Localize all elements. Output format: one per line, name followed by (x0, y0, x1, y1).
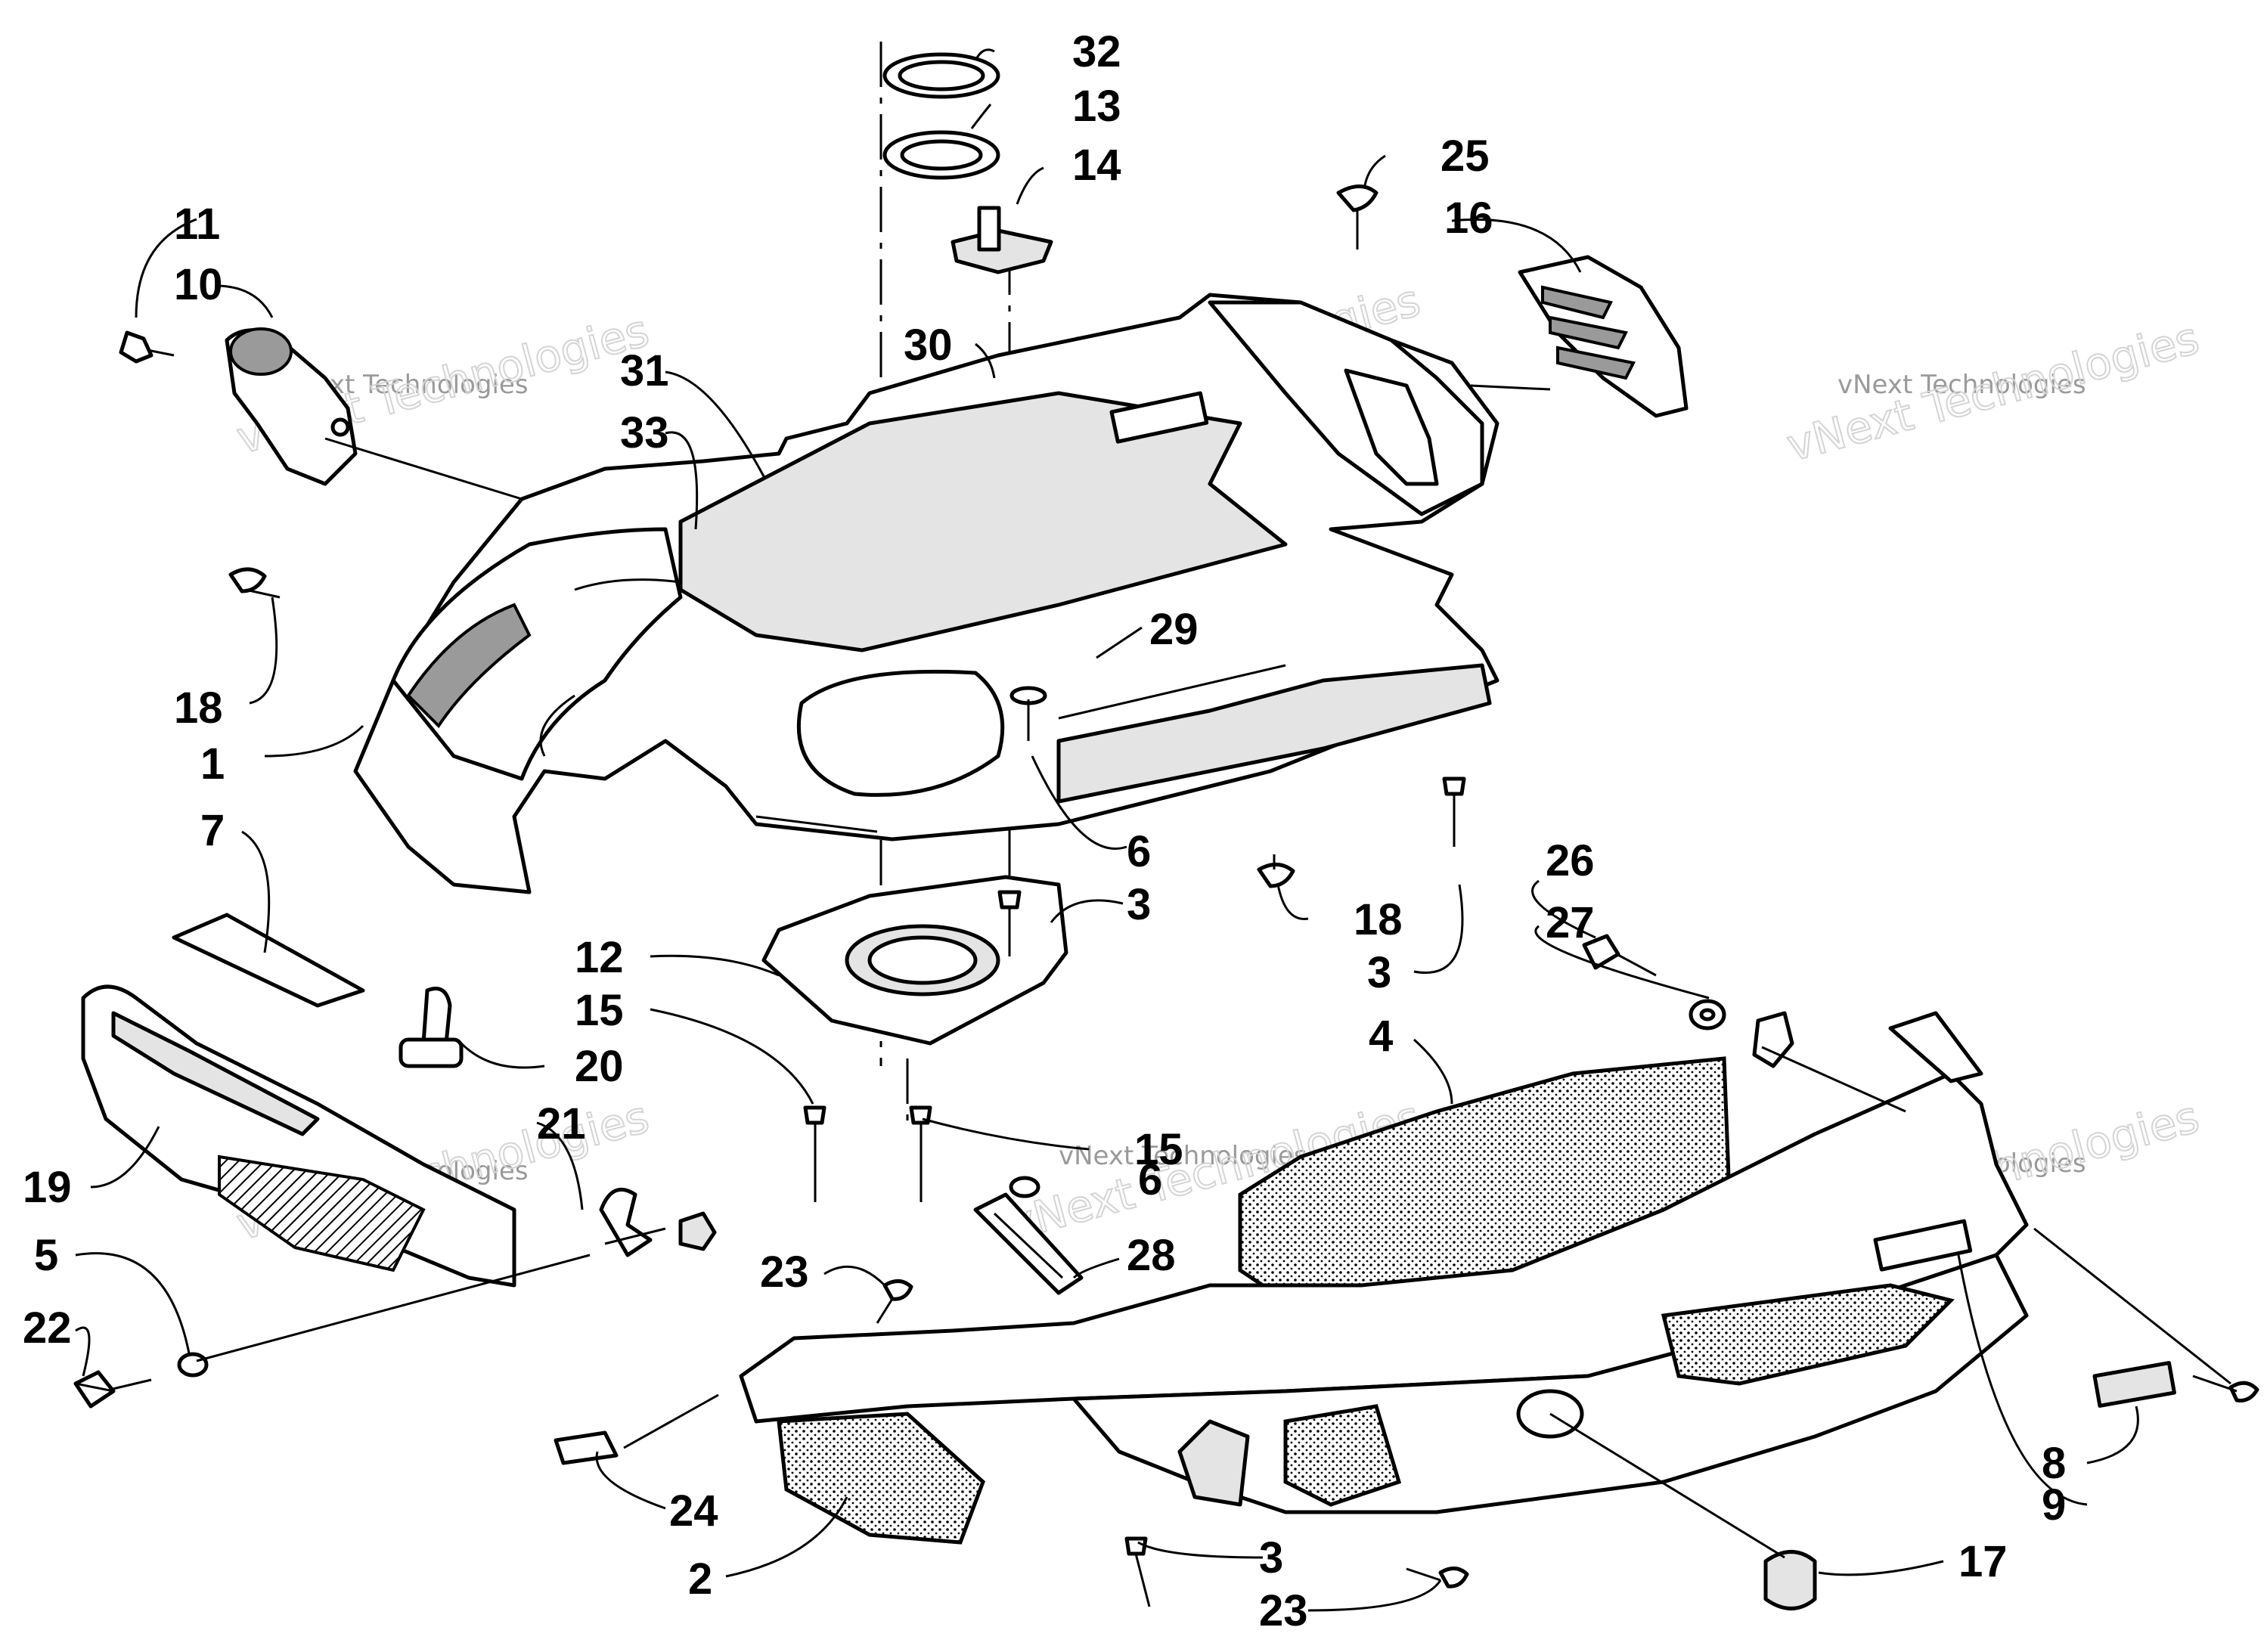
lower-pan-right-scoop (1283, 1404, 1402, 1507)
lower-pan-side-scoop (1661, 1283, 1955, 1386)
callout-16: 16 (1444, 194, 1493, 243)
leader-lines (75, 48, 2231, 1612)
top-rings (882, 52, 1053, 274)
callout-12: 12 (575, 933, 624, 982)
part-20-clip (399, 987, 464, 1068)
mount-post-14 (977, 206, 1001, 252)
upper-slot (1109, 391, 1209, 444)
left-fender-well (391, 527, 683, 781)
callout-18-right: 18 (1354, 895, 1403, 944)
plug-17 (1763, 1550, 1817, 1610)
callout-23-lower: 23 (1259, 1586, 1308, 1635)
callout-11: 11 (174, 200, 220, 249)
callout-29: 29 (1149, 605, 1199, 654)
callout-30: 30 (904, 321, 953, 370)
callout-14: 14 (1072, 141, 1121, 190)
callout-9: 9 (2042, 1480, 2066, 1530)
callout-5: 5 (34, 1231, 58, 1280)
lower-pan-left-skirt (777, 1412, 985, 1545)
callout-31: 31 (620, 346, 669, 395)
bumper-19-inner (218, 1155, 426, 1272)
reflector-8 (2092, 1361, 2176, 1408)
gasket-ring-32-inner (898, 60, 985, 91)
callout-32: 32 (1072, 27, 1121, 76)
callout-20: 20 (575, 1042, 624, 1091)
callout-22: 22 (23, 1303, 72, 1353)
lower-belly-pan (739, 1011, 2029, 1545)
callout-1: 1 (200, 739, 225, 789)
bracket-10-boss (229, 327, 293, 376)
small-hardware (73, 567, 1794, 1607)
callout-3-lower: 3 (1259, 1533, 1283, 1582)
screw-11 (119, 330, 154, 364)
callout-24: 24 (669, 1486, 718, 1536)
callout-labels: 32 13 14 25 16 11 10 31 33 30 29 18 1 7 … (23, 27, 2066, 1635)
right-vent-opening (1344, 368, 1439, 486)
part-19-bumper (81, 984, 516, 1288)
watermark-text: vNext Technologies (1837, 370, 2086, 400)
callout-6-lower: 6 (1138, 1155, 1162, 1204)
part-12-plate (761, 875, 1068, 1046)
callout-8: 8 (2042, 1439, 2066, 1488)
front-lip-tray (1056, 663, 1492, 804)
floor-panel-opening (796, 669, 1005, 797)
callout-15-right: 15 (1134, 1125, 1183, 1174)
gasket-ring-13-inner (900, 139, 983, 171)
callout-4: 4 (1369, 1012, 1393, 1061)
lower-pan-notch (1177, 1419, 1250, 1507)
callout-25: 25 (1441, 132, 1490, 181)
pad-7 (172, 913, 365, 1008)
part-16-vent (1336, 184, 1689, 418)
callout-27: 27 (1546, 898, 1595, 947)
callout-33: 33 (620, 408, 669, 457)
inner-contour-lines (539, 578, 1286, 833)
watermark-text: vNext Technologies (1059, 1141, 1307, 1171)
fender-inner-shadow (406, 603, 532, 729)
part-10-bracket (119, 327, 358, 486)
callout-15-left: 15 (575, 986, 624, 1035)
lower-pan-right-lip (1888, 1011, 1983, 1083)
callout-3-upper: 3 (1127, 880, 1151, 929)
callout-7: 7 (200, 806, 225, 855)
floor-panel-insulation (678, 391, 1288, 652)
upper-belly-pan-assembly (353, 293, 1499, 894)
reflector-slot (1873, 1219, 1973, 1272)
screw-25 (1336, 184, 1378, 212)
callout-18-upper: 18 (174, 683, 223, 733)
screw-18-upper (228, 567, 267, 594)
callout-21: 21 (537, 1099, 586, 1148)
callout-26: 26 (1546, 836, 1595, 885)
callout-23-upper: 23 (760, 1248, 809, 1297)
callout-6-upper: 6 (1127, 827, 1151, 876)
callout-10: 10 (174, 260, 223, 309)
callout-17: 17 (1958, 1537, 2008, 1586)
callout-28: 28 (1127, 1231, 1176, 1280)
part-28-latch (973, 1192, 1084, 1295)
reflector-and-plug (1763, 1361, 2259, 1610)
callout-19: 19 (23, 1163, 72, 1212)
callout-13: 13 (1072, 82, 1121, 131)
mount-plate-14 (951, 228, 1053, 274)
callout-2: 2 (688, 1554, 712, 1604)
callout-3-right: 3 (1367, 948, 1391, 997)
